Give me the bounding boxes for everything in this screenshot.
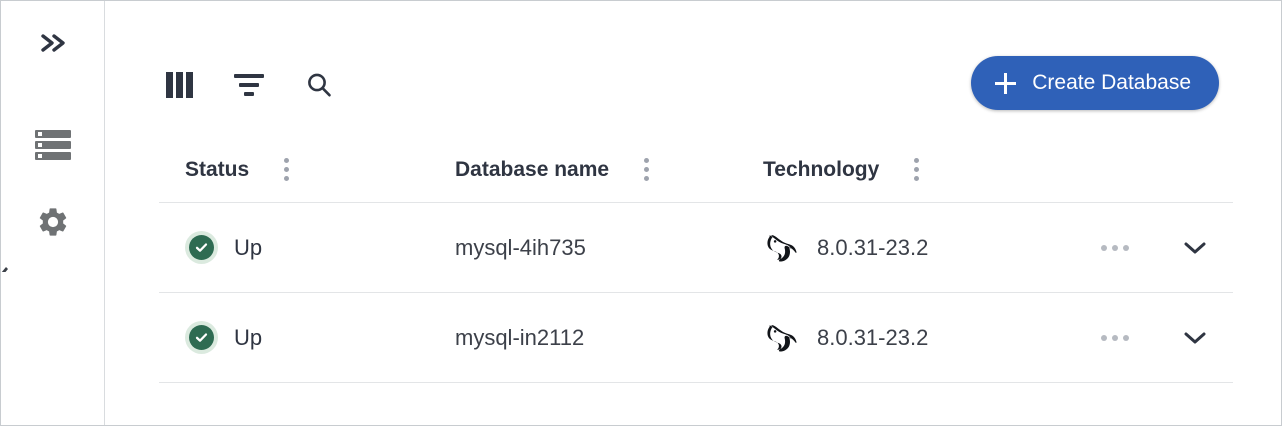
chevron-double-right-icon bbox=[41, 34, 65, 52]
column-label-status: Status bbox=[185, 157, 250, 181]
edge-artifact bbox=[1, 263, 10, 272]
table-toolbar bbox=[159, 57, 339, 113]
technology-version: 8.0.31-23.2 bbox=[817, 324, 929, 350]
row-expand-cell bbox=[1157, 240, 1233, 256]
search-icon bbox=[308, 73, 331, 97]
sidebar bbox=[1, 1, 105, 425]
cell-status: Up bbox=[159, 321, 455, 354]
column-menu-technology[interactable] bbox=[901, 155, 931, 185]
cell-database-name: mysql-in2112 bbox=[455, 325, 749, 351]
chevron-down-icon[interactable] bbox=[1182, 330, 1208, 346]
status-badge bbox=[185, 321, 218, 354]
row-actions-cell bbox=[1073, 326, 1157, 350]
table-header-status: Status bbox=[159, 155, 455, 185]
databases-stack-icon bbox=[35, 130, 71, 160]
table-row[interactable]: Up mysql-4ih735 8.0.31-23.2 bbox=[159, 203, 1233, 293]
cell-technology: 8.0.31-23.2 bbox=[749, 320, 1073, 356]
column-label-database-name: Database name bbox=[455, 157, 610, 181]
status-badge bbox=[185, 231, 218, 264]
table-header-technology: Technology bbox=[749, 155, 1073, 185]
create-database-label: Create Database bbox=[1032, 71, 1191, 94]
database-name-label: mysql-4ih735 bbox=[455, 234, 586, 260]
table-row[interactable]: Up mysql-in2112 8.0.31-23.2 bbox=[159, 293, 1233, 383]
sidebar-item-databases[interactable] bbox=[1, 123, 105, 167]
technology-version: 8.0.31-23.2 bbox=[817, 234, 929, 260]
cell-database-name: mysql-4ih735 bbox=[455, 235, 749, 261]
chevron-down-icon[interactable] bbox=[1182, 240, 1208, 256]
gear-icon bbox=[39, 208, 67, 236]
search-button[interactable] bbox=[299, 65, 339, 105]
main-content: Create Database Status Database name bbox=[105, 1, 1281, 425]
check-circle-icon bbox=[195, 243, 208, 252]
plus-icon bbox=[995, 72, 1017, 94]
row-menu-button[interactable] bbox=[1097, 326, 1133, 350]
status-label: Up bbox=[234, 324, 263, 350]
column-menu-database-name[interactable] bbox=[631, 155, 661, 185]
row-expand-cell bbox=[1157, 330, 1233, 346]
row-actions-cell bbox=[1073, 236, 1157, 260]
row-menu-button[interactable] bbox=[1097, 236, 1133, 260]
table-header-database-name: Database name bbox=[455, 155, 749, 185]
column-label-technology: Technology bbox=[763, 157, 880, 181]
mysql-dolphin-icon bbox=[767, 324, 797, 351]
sidebar-expand-button[interactable] bbox=[1, 23, 105, 63]
status-label: Up bbox=[234, 234, 263, 260]
database-name-label: mysql-in2112 bbox=[455, 324, 585, 350]
table-header-row: Status Database name bbox=[159, 137, 1233, 203]
clipped-mark-icon bbox=[1, 267, 8, 272]
cell-status: Up bbox=[159, 231, 455, 264]
mysql-dolphin-icon bbox=[767, 234, 797, 261]
create-database-button[interactable]: Create Database bbox=[971, 56, 1219, 110]
columns-button[interactable] bbox=[159, 65, 199, 105]
column-menu-status[interactable] bbox=[271, 155, 301, 185]
columns-icon bbox=[165, 72, 193, 98]
databases-table: Status Database name bbox=[159, 137, 1233, 383]
cell-technology: 8.0.31-23.2 bbox=[749, 230, 1073, 266]
filter-icon bbox=[234, 72, 264, 98]
filter-button[interactable] bbox=[229, 65, 269, 105]
sidebar-item-settings[interactable] bbox=[1, 199, 105, 245]
check-circle-icon bbox=[195, 333, 208, 342]
